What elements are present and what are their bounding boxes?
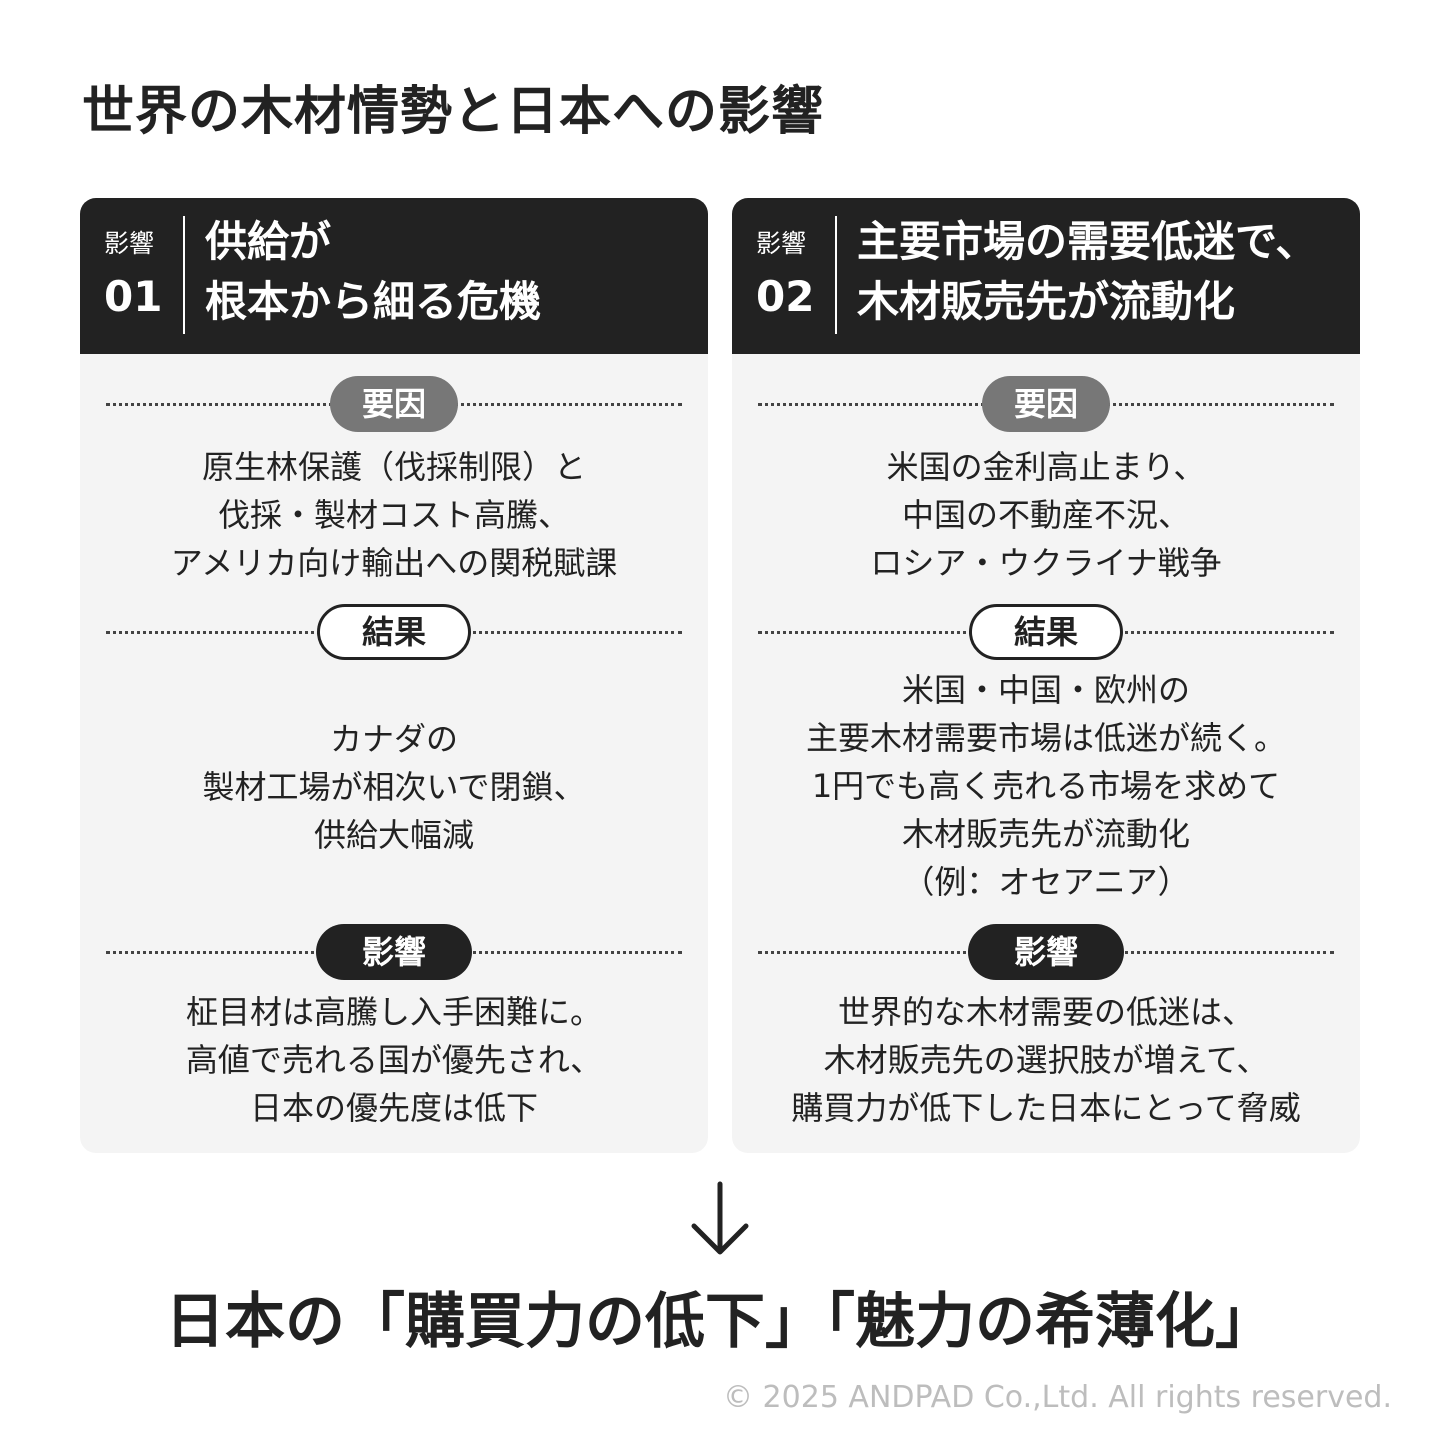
- card-label: 影響: [756, 229, 807, 258]
- result-divider: 結果: [758, 604, 1334, 660]
- divider: [183, 216, 185, 334]
- card-title-line: 主要市場の需要低迷で、: [857, 217, 1318, 266]
- card-number: 01: [104, 272, 163, 321]
- result-text: 米国・中国・欧州の主要木材需要市場は低迷が続く。1円でも高く売れる市場を求めて木…: [805, 671, 1286, 901]
- impact-card-01: 影響 01 供給が 根本から細る危機 要因 原生林保護（伐採制限）と伐採・製材コ…: [80, 198, 708, 1153]
- page-title: 世界の木材情勢と日本への影響: [82, 82, 825, 142]
- card-title-line: 供給が: [205, 217, 332, 266]
- divider: [835, 216, 837, 334]
- cause-divider: 要因: [106, 376, 682, 432]
- card-title: 供給が 根本から細る危機: [205, 212, 541, 332]
- result-badge: 結果: [968, 604, 1124, 660]
- card-title-line: 根本から細る危機: [205, 277, 542, 326]
- card-number: 02: [756, 272, 815, 321]
- impact-divider: 影響: [106, 924, 682, 980]
- card-header: 影響 01 供給が 根本から細る危機: [80, 198, 708, 354]
- arrow-down-icon: [691, 1181, 749, 1255]
- result-badge: 結果: [316, 604, 472, 660]
- result-text: カナダの製材工場が相次いで閉鎖、供給大幅減: [202, 720, 586, 854]
- cause-text: 米国の金利高止まり、中国の不動産不況、ロシア・ウクライナ戦争: [870, 448, 1222, 582]
- impact-badge: 影響: [315, 924, 473, 980]
- cause-divider: 要因: [758, 376, 1334, 432]
- card-label: 影響: [104, 229, 155, 258]
- cause-text: 原生林保護（伐採制限）と伐採・製材コスト高騰、アメリカ向け輸出への関税賦課: [170, 448, 618, 582]
- card-title: 主要市場の需要低迷で、 木材販売先が流動化: [857, 212, 1317, 332]
- conclusion: 日本の「購買力の低下」「魅力の希薄化」: [165, 1287, 1275, 1357]
- copyright: © 2025 ANDPAD Co.,Ltd. All rights reserv…: [723, 1380, 1392, 1415]
- impact-text: 世界的な木材需要の低迷は、木材販売先の選択肢が増えて、購買力が低下した日本にとっ…: [791, 993, 1301, 1127]
- card-header: 影響 02 主要市場の需要低迷で、 木材販売先が流動化: [732, 198, 1360, 354]
- cause-badge: 要因: [981, 376, 1111, 432]
- cause-badge: 要因: [329, 376, 459, 432]
- card-title-line: 木材販売先が流動化: [857, 277, 1236, 326]
- result-divider: 結果: [106, 604, 682, 660]
- impact-badge: 影響: [967, 924, 1125, 980]
- impact-card-02: 影響 02 主要市場の需要低迷で、 木材販売先が流動化 要因 米国の金利高止まり…: [732, 198, 1360, 1153]
- impact-divider: 影響: [758, 924, 1334, 980]
- impact-text: 柾目材は高騰し入手困難に。高値で売れる国が優先され、日本の優先度は低下: [185, 993, 603, 1127]
